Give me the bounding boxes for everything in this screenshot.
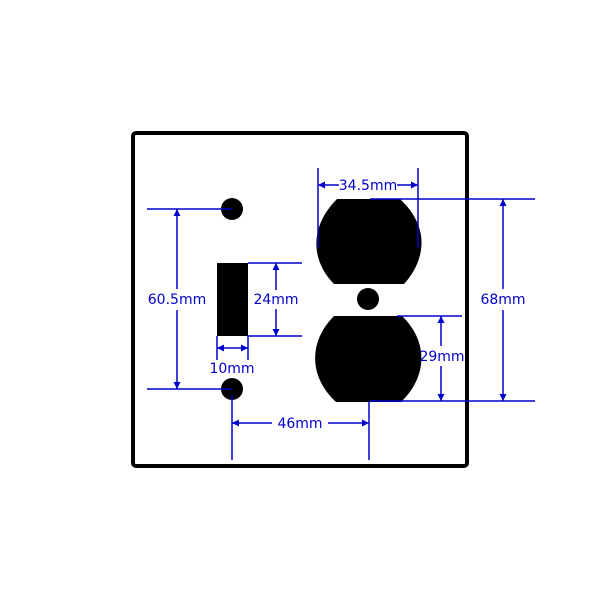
plate-outline <box>131 131 469 468</box>
receptacle-height-dimension <box>397 315 462 401</box>
receptacle-width-label: 34.5mm <box>339 178 397 194</box>
toggle-switch-cutout <box>217 263 248 336</box>
upper-receptacle-cutout <box>316 199 422 284</box>
receptacle-span-dimension <box>370 198 535 402</box>
center-offset-dimension <box>231 395 370 460</box>
center-screw-hole <box>357 288 379 310</box>
toggle-width-label: 10mm <box>209 361 254 377</box>
center-offset-label: 46mm <box>277 416 322 432</box>
mount-hole-spacing-label: 60.5mm <box>148 292 206 308</box>
receptacle-height-label: 29mm <box>419 349 464 365</box>
receptacle-span-label: 68mm <box>480 292 525 308</box>
mount-hole-spacing-dimension <box>147 208 232 390</box>
toggle-height-dimension <box>248 262 302 337</box>
toggle-width-dimension <box>216 336 249 360</box>
receptacle-width-dimension <box>317 168 419 248</box>
lower-receptacle-cutout <box>315 316 422 402</box>
toggle-height-label: 24mm <box>253 292 298 308</box>
